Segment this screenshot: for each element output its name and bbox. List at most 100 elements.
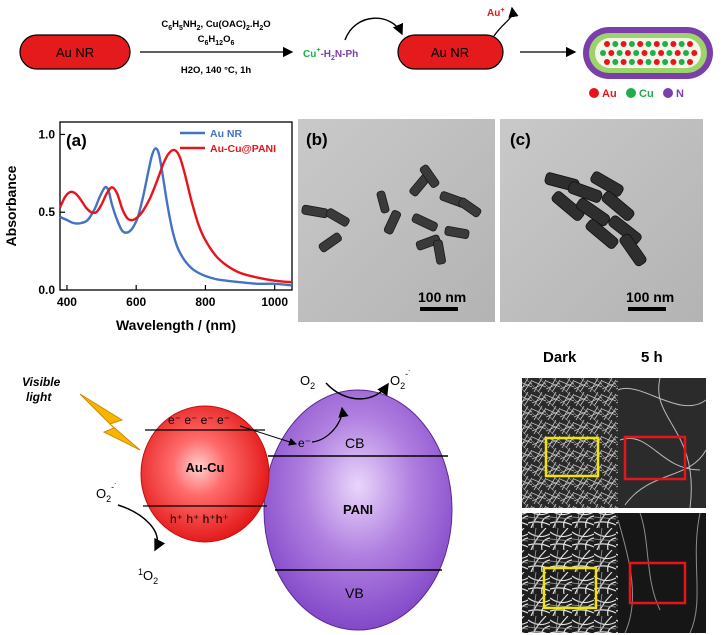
reagents-line2: C6H12O6 (198, 34, 235, 47)
au-release-arrow (493, 6, 519, 37)
rod-atom-dot (645, 59, 652, 65)
chart-panel-label: (a) (66, 131, 87, 150)
rod-atom-dot (620, 41, 627, 47)
rod-atom-dot (612, 41, 619, 47)
pani-cb-label: CB (345, 435, 364, 451)
rod-atom-dot (624, 50, 631, 56)
sem-bottom-red-box (628, 561, 687, 605)
rod-atom-dot (691, 50, 698, 56)
rod-atom-dot (620, 59, 627, 65)
sem-bottom-right-fibers (617, 512, 701, 634)
rod-atom-dot (616, 50, 623, 56)
x-tick-label: 400 (57, 295, 77, 309)
x-tick-label: 600 (126, 295, 146, 309)
legend-au-dot (589, 88, 599, 98)
rod-atom-dots (600, 41, 698, 65)
synthesis-scheme: Au NR C6H5NH2, Cu(OAC)2.H2O C6H12O6 H2O,… (19, 6, 713, 100)
au-nr-start-label: Au NR (56, 45, 94, 60)
pani-vb-label: VB (345, 585, 364, 601)
rod-atom-dot (687, 59, 693, 65)
released-au-ion: Au+ (487, 7, 504, 19)
rod-atom-dot (683, 50, 689, 56)
rod-atom-dot (628, 41, 635, 47)
reagents-line1: C6H5NH2, Cu(OAC)2.H2O (161, 19, 270, 32)
chart-legend: Au NR Au-Cu@PANI (180, 128, 276, 155)
tem-c-scale-bar (628, 307, 666, 311)
au-nr-mid-label: Au NR (431, 45, 469, 60)
rod-atom-dot (637, 59, 644, 65)
au-cu-label: Au-Cu (186, 460, 225, 475)
au-nanorod-start (19, 34, 131, 70)
sem-top-yellow-box (544, 436, 600, 478)
sem-panel: Dark 5 h (522, 349, 707, 634)
tem-b-scale-label: 100 nm (418, 289, 466, 305)
legend-label-au-cu-pani: Au-Cu@PANI (210, 143, 276, 155)
rod-atom-dot (604, 59, 610, 65)
rod-atom-dot (662, 41, 669, 47)
legend-n-dot (663, 88, 673, 98)
legend-cu-dot (626, 88, 636, 98)
tem-b-scale-bar (420, 307, 458, 311)
sem-top-right (618, 378, 706, 508)
rod-atom-dot (658, 50, 665, 56)
sem-top-right-fibers (617, 377, 707, 509)
rod-atom-dot (687, 41, 693, 47)
series-line-au-nr (59, 147, 293, 287)
rod-atom-dot (608, 50, 615, 56)
rod-atom-dot (649, 50, 656, 56)
legend-au-label: Au (602, 88, 617, 100)
rod-atom-dot (600, 50, 606, 56)
sem-bottom-left (522, 513, 618, 633)
tem-panel-c: (c) 100 nm (500, 119, 703, 322)
electrons-label: e⁻ e⁻ e⁻ e⁻ (168, 413, 230, 427)
cu-aniline-complex: Cu+-H2N-Ph (303, 47, 358, 62)
reaction-conditions: H2O, 140 °C, 1h (181, 65, 252, 76)
sem-top-red-box (623, 435, 687, 481)
sem-bottom-yellow-box (542, 566, 598, 610)
rod-atom-dot (633, 50, 640, 56)
legend-label-au-nr: Au NR (210, 128, 242, 140)
lightning-icon (79, 393, 141, 451)
electron-to-o2-arrow (311, 406, 349, 443)
sem-dark-label: Dark (543, 349, 577, 366)
rod-atom-dot (612, 59, 619, 65)
holes-label: h⁺ h⁺ h⁺h⁺ (170, 512, 229, 526)
series-line-au-cu-pani (58, 148, 293, 284)
y-tick-label: 1.0 (38, 127, 55, 141)
rod-atom-dot (604, 41, 610, 47)
element-legend: Au Cu N (589, 88, 684, 100)
o2-reduction-arrow (325, 382, 389, 400)
sem-time-label: 5 h (641, 349, 663, 366)
x-tick-label: 1000 (261, 295, 288, 309)
superoxide-product: O2-˙ (390, 369, 411, 391)
rod-atom-dot (666, 50, 673, 56)
rod-atom-dot (641, 50, 648, 56)
sem-top-left (522, 378, 618, 508)
curved-arrow-complex (344, 17, 404, 41)
tem-c-scale-label: 100 nm (626, 289, 674, 305)
rod-atom-dot (670, 41, 677, 47)
pani-label: PANI (343, 502, 373, 517)
legend-cu-label: Cu (639, 88, 654, 100)
tem-b-label: (b) (306, 130, 328, 149)
tem-panel-b: (b) 100 nm (298, 119, 495, 322)
au-nanorod-mid (397, 34, 504, 70)
chart-x-axis-label: Wavelength / (nm) (116, 317, 236, 333)
superoxide-left: O2-˙ (96, 482, 117, 504)
chart-series (58, 147, 293, 287)
rod-atom-dot (628, 59, 635, 65)
rod-atom-dot (637, 41, 644, 47)
tem-c-label: (c) (510, 130, 531, 149)
rod-atom-dot (662, 59, 669, 65)
x-tick-label: 800 (195, 295, 215, 309)
transferred-electron: e⁻ (298, 436, 311, 450)
rod-atom-dot (645, 41, 652, 47)
rod-atom-dot (653, 41, 660, 47)
y-tick-label: 0.5 (38, 205, 55, 219)
electron-transfer-arrow (239, 425, 297, 446)
rod-atom-dot (653, 59, 660, 65)
